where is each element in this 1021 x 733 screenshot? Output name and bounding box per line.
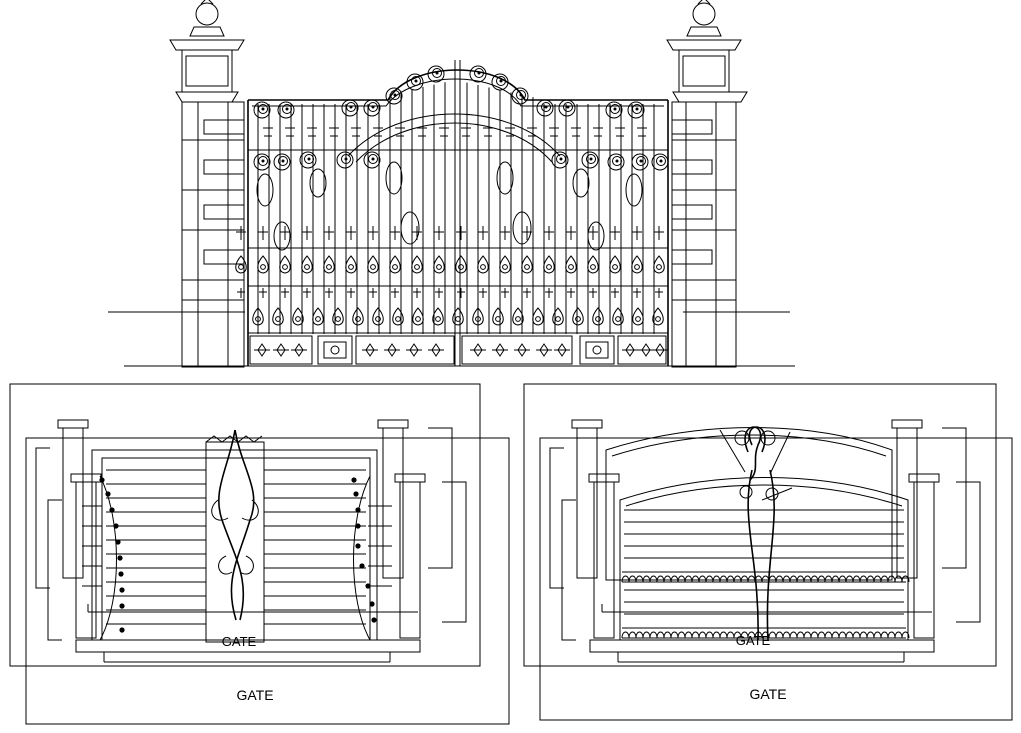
panel-diamond-marks: [254, 343, 668, 357]
gate-oval-ornaments: [256, 161, 643, 251]
right-gate-plan: [523, 383, 1013, 721]
left-gate-inner-label: GATE: [222, 634, 257, 649]
left-panel-frame: [9, 383, 481, 667]
right-panel-frame: [523, 383, 997, 667]
gate-teardrop-ornaments: [235, 127, 665, 326]
left-pillar: [169, 0, 245, 368]
left-gate-plan: [9, 383, 510, 725]
gate-scroll-ornaments: [253, 65, 669, 171]
gate-bottom-panels: [249, 335, 667, 365]
gate-bars: [257, 82, 655, 334]
right-panel-outer-frame: [539, 437, 1013, 721]
left-gate-caption: GATE: [236, 687, 273, 703]
right-pillar: [666, 0, 748, 368]
gate-frame: [247, 60, 669, 366]
right-gate-caption: GATE: [749, 686, 786, 702]
right-gate-inner-label: GATE: [736, 633, 771, 648]
gate-elevation-view: [108, 0, 795, 368]
left-panel-outer-frame: [25, 437, 510, 725]
